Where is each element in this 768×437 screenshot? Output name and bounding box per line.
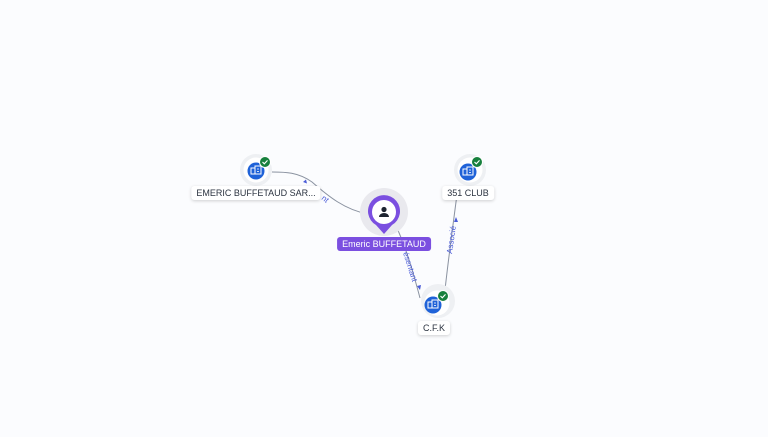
company-building-icon xyxy=(424,296,442,314)
node-label-person[interactable]: Emeric BUFFETAUD xyxy=(337,237,431,251)
verified-badge-icon xyxy=(471,156,483,168)
edge-arrow xyxy=(303,179,307,184)
node-club[interactable] xyxy=(454,154,486,186)
verified-badge-icon xyxy=(437,290,449,302)
user-icon xyxy=(379,206,389,217)
edge-cfk-club[interactable]: Associé xyxy=(444,186,459,291)
edge-arrow xyxy=(454,217,458,222)
verified-badge-icon xyxy=(259,156,271,168)
edge-person-sarl[interactable]: nt xyxy=(271,171,369,215)
edge-label-cfk: ésentant xyxy=(401,251,419,284)
edge-label-club: Associé xyxy=(445,225,458,255)
node-label-cfk[interactable]: C.F.K xyxy=(417,321,451,335)
edge-arrow xyxy=(417,285,421,290)
node-label-club[interactable]: 351 CLUB xyxy=(442,186,494,200)
node-sarl[interactable] xyxy=(240,154,272,186)
company-building-icon xyxy=(459,163,477,181)
edge-label-sarl: nt xyxy=(320,193,331,205)
node-person[interactable] xyxy=(360,188,408,236)
company-building-icon xyxy=(247,162,265,180)
node-label-sarl[interactable]: EMERIC BUFFETAUD SAR... xyxy=(191,186,321,200)
node-cfk[interactable] xyxy=(421,284,455,318)
